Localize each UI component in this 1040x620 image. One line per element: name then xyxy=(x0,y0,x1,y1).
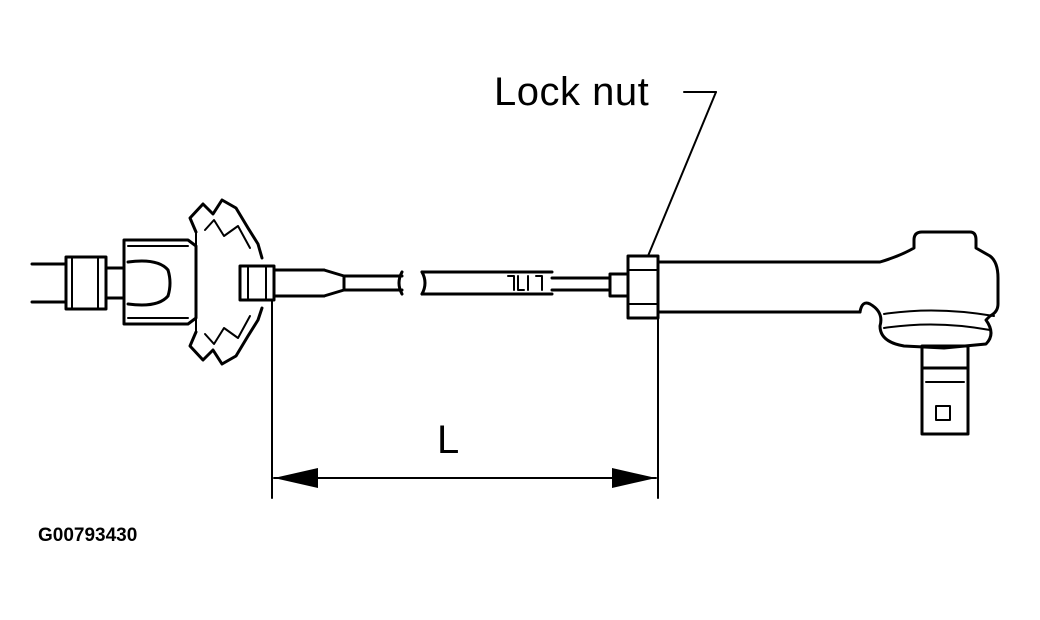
left-hex-nut xyxy=(64,255,108,311)
figure-id: G00793430 xyxy=(38,525,138,546)
lock-nut xyxy=(626,254,660,320)
lock-nut-leader-line xyxy=(647,91,717,257)
inner-tie-rod xyxy=(272,268,404,298)
lock-nut-label: Lock nut xyxy=(494,70,650,114)
boot-clamp xyxy=(238,264,276,302)
connector-shaft xyxy=(104,266,126,300)
left-shaft xyxy=(30,262,68,304)
outer-adjusting-tube xyxy=(420,270,630,298)
dimension-L xyxy=(271,299,659,499)
rack-boot xyxy=(188,198,264,366)
tie-rod-end xyxy=(656,230,1000,436)
inner-joint-housing xyxy=(122,238,198,326)
dimension-l-label: L xyxy=(437,418,460,462)
